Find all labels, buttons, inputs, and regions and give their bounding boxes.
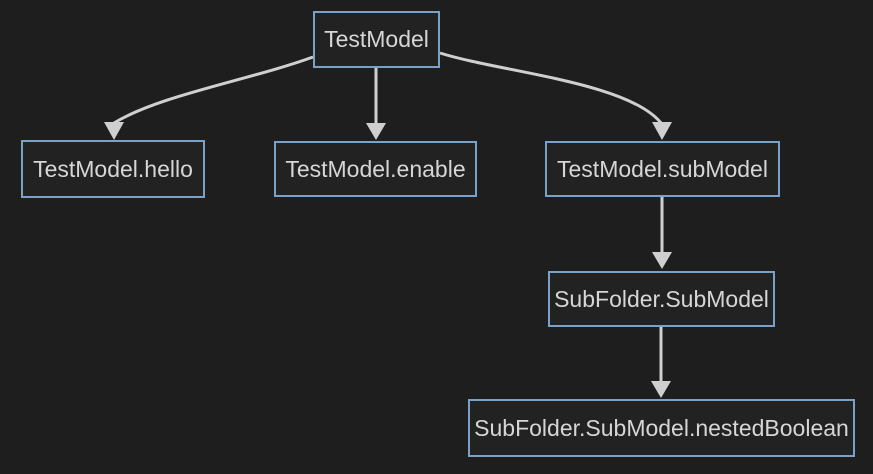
node-label: TestModel.hello [33, 155, 193, 182]
node-label: TestModel.subModel [557, 155, 768, 182]
node-testmodel[interactable]: TestModel [313, 11, 440, 68]
node-label: SubFolder.SubModel [554, 285, 769, 312]
arrowhead-icon [652, 252, 672, 269]
arrowhead-icon [104, 122, 124, 140]
node-testmodel-hello[interactable]: TestModel.hello [21, 140, 205, 198]
node-subfolder-submodel-nestedboolean[interactable]: SubFolder.SubModel.nestedBoolean [468, 399, 855, 457]
edge-testmodel-to-submodel [439, 51, 663, 124]
node-testmodel-submodel[interactable]: TestModel.subModel [545, 141, 780, 197]
node-label: SubFolder.SubModel.nestedBoolean [474, 414, 849, 441]
arrowhead-icon [651, 381, 671, 398]
edge-testmodel-to-hello [113, 55, 314, 125]
node-testmodel-enable[interactable]: TestModel.enable [274, 141, 477, 197]
arrowhead-icon [366, 123, 386, 140]
arrowhead-icon [652, 122, 672, 140]
node-subfolder-submodel[interactable]: SubFolder.SubModel [548, 271, 775, 327]
node-label: TestModel [324, 26, 429, 52]
node-label: TestModel.enable [285, 155, 466, 182]
